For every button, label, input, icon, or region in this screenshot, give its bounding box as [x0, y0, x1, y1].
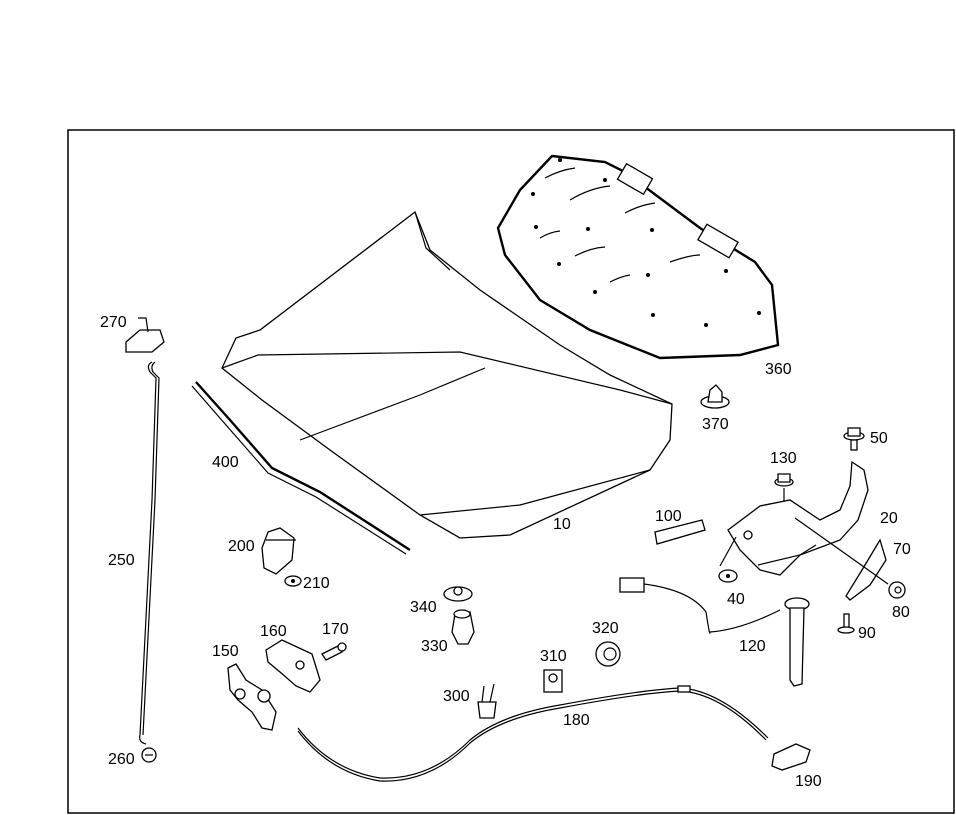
bolt-drawing[interactable]	[837, 613, 855, 634]
nut-drawing[interactable]	[888, 581, 906, 599]
release-handle-drawing[interactable]	[771, 743, 811, 771]
part-label-210[interactable]: 210	[303, 575, 330, 592]
part-label-130[interactable]: 130	[770, 450, 797, 467]
hinge-cover-drawing[interactable]	[794, 517, 889, 601]
part-label-180[interactable]: 180	[563, 712, 590, 729]
part-label-150[interactable]: 150	[212, 643, 239, 660]
part-label-120[interactable]: 120	[739, 638, 766, 655]
hinge-bolt-drawing[interactable]	[843, 427, 865, 451]
part-label-310[interactable]: 310	[540, 648, 567, 665]
part-label-190[interactable]: 190	[795, 773, 822, 790]
part-label-20[interactable]: 20	[880, 510, 898, 527]
hood-lock-drawing[interactable]	[227, 663, 277, 731]
part-label-340[interactable]: 340	[410, 599, 437, 616]
part-label-100[interactable]: 100	[655, 508, 682, 525]
part-label-40[interactable]: 40	[727, 591, 745, 608]
part-label-70[interactable]: 70	[893, 541, 911, 558]
striker-nut-drawing[interactable]	[284, 575, 302, 587]
part-label-10[interactable]: 10	[553, 516, 571, 533]
cable-clip-drawing[interactable]	[477, 683, 497, 719]
gas-strut-with-wiring-drawing[interactable]	[619, 577, 810, 687]
part-label-50[interactable]: 50	[870, 430, 888, 447]
part-label-400[interactable]: 400	[212, 454, 239, 471]
part-label-370[interactable]: 370	[702, 416, 729, 433]
part-label-250[interactable]: 250	[108, 552, 135, 569]
prop-rod-drawing[interactable]	[139, 361, 160, 745]
lock-bolt-drawing[interactable]	[321, 642, 347, 661]
cable-clamp-drawing[interactable]	[595, 641, 621, 667]
seal-strip-drawing[interactable]	[654, 519, 706, 545]
part-label-200[interactable]: 200	[228, 538, 255, 555]
hood-panel-drawing[interactable]	[221, 210, 673, 539]
part-label-270[interactable]: 270	[100, 314, 127, 331]
diagram-frame	[67, 129, 955, 814]
prop-rod-grommet-drawing[interactable]	[141, 747, 157, 763]
part-label-360[interactable]: 360	[765, 361, 792, 378]
part-label-80[interactable]: 80	[892, 604, 910, 621]
release-cable-drawing[interactable]	[297, 685, 769, 782]
insulation-clip-drawing[interactable]	[700, 384, 730, 409]
part-label-320[interactable]: 320	[592, 620, 619, 637]
part-label-300[interactable]: 300	[443, 688, 470, 705]
prop-rod-holder-drawing[interactable]	[125, 317, 165, 353]
hood-hinge-drawing[interactable]	[727, 460, 869, 576]
part-label-260[interactable]: 260	[108, 751, 135, 768]
hood-seal-drawing[interactable]	[191, 381, 411, 555]
part-label-160[interactable]: 160	[260, 623, 287, 640]
part-label-170[interactable]: 170	[322, 621, 349, 638]
lock-bracket-drawing[interactable]	[265, 639, 321, 693]
washer-drawing[interactable]	[718, 536, 738, 583]
buffer-washer-drawing[interactable]	[443, 586, 473, 602]
part-label-330[interactable]: 330	[421, 638, 448, 655]
striker-bracket-drawing[interactable]	[261, 527, 296, 575]
hinge-nut-drawing[interactable]	[774, 473, 794, 555]
cable-holder-drawing[interactable]	[543, 669, 563, 693]
hood-insulation-mat-drawing[interactable]	[496, 154, 780, 360]
buffer-drawing[interactable]	[451, 609, 475, 645]
part-label-90[interactable]: 90	[858, 625, 876, 642]
